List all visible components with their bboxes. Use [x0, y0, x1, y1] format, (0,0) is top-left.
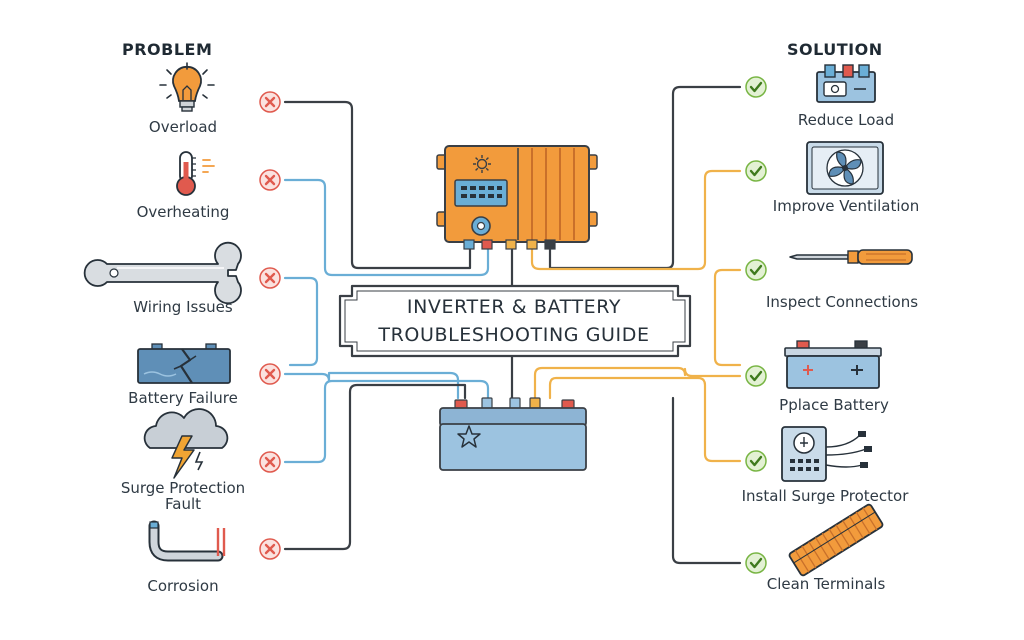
- wrench-icon: [83, 241, 242, 305]
- screwdriver-icon: [789, 249, 913, 265]
- connector-overheating: [283, 178, 490, 277]
- problem-label-surge-line-2: Fault: [165, 495, 201, 513]
- x-mark-icon: [259, 91, 281, 113]
- check-mark-icon: [745, 259, 767, 281]
- battery-center-icon: [439, 397, 587, 471]
- x-mark-icon: [259, 451, 281, 473]
- solution-label-inspect: Inspect Connections: [765, 293, 919, 311]
- storm-cloud-icon: [143, 408, 229, 479]
- title-frame: [338, 284, 692, 358]
- title-line-1: INVERTER & BATTERY: [406, 296, 622, 318]
- connector-battery-failure: [283, 371, 460, 400]
- solution-label-surge-protector: Install Surge Protector: [741, 487, 909, 505]
- problem-markers: [259, 91, 281, 560]
- problem-label-overheating: Overheating: [136, 203, 230, 221]
- problem-label-battery-failure: Battery Failure: [128, 389, 238, 407]
- check-mark-icon: [745, 160, 767, 182]
- check-mark-icon: [745, 552, 767, 574]
- corroded-pipe-icon: [148, 520, 226, 562]
- guide-title: INVERTER & BATTERY TROUBLESHOOTING GUIDE: [340, 288, 688, 354]
- x-mark-icon: [259, 267, 281, 289]
- title-line-2: TROUBLESHOOTING GUIDE: [378, 324, 650, 346]
- sun-icon: [473, 155, 491, 173]
- thermometer-icon: [176, 151, 215, 196]
- cracked-battery-icon: [137, 343, 231, 384]
- inverter-icon: [436, 145, 598, 250]
- solution-label-replace-battery: Pplace Battery: [779, 396, 889, 414]
- fan-icon: [806, 141, 884, 195]
- problem-label-corrosion: Corrosion: [147, 577, 219, 595]
- connector-surge-protector: [548, 376, 742, 463]
- connector-lines: [283, 85, 742, 565]
- connector-replace-battery: [533, 366, 742, 400]
- problem-label-surge-line-1: Surge Protection: [120, 479, 246, 497]
- x-mark-icon: [259, 363, 281, 385]
- surge-protector-icon: [781, 426, 872, 482]
- star-icon: [457, 425, 481, 448]
- light-bulb-icon: [159, 62, 215, 112]
- problem-label-overload: Overload: [148, 118, 218, 136]
- connector-corrosion: [283, 383, 467, 551]
- connector-overload: [283, 100, 472, 270]
- solution-header: SOLUTION: [787, 40, 883, 59]
- solution-label-reduce-load: Reduce Load: [797, 111, 895, 129]
- check-mark-icon: [745, 365, 767, 387]
- connector-wiring: [283, 276, 319, 367]
- check-mark-icon: [745, 450, 767, 472]
- battery-icon: [784, 340, 882, 389]
- problem-header: PROBLEM: [122, 40, 213, 59]
- connector-clean-terminals: [671, 396, 742, 565]
- breaker-panel-icon: [816, 64, 876, 103]
- x-mark-icon: [259, 538, 281, 560]
- connector-ventilation: [530, 169, 742, 271]
- solution-markers: [745, 76, 767, 574]
- solution-label-clean-terminals: Clean Terminals: [766, 575, 886, 593]
- solution-label-ventilation: Improve Ventilation: [772, 197, 920, 215]
- connector-inspect: [713, 268, 742, 367]
- problem-label-wiring: Wiring Issues: [133, 298, 233, 316]
- x-mark-icon: [259, 169, 281, 191]
- check-mark-icon: [745, 76, 767, 98]
- cleaning-brush-icon: [788, 503, 884, 577]
- connector-surge: [283, 379, 490, 464]
